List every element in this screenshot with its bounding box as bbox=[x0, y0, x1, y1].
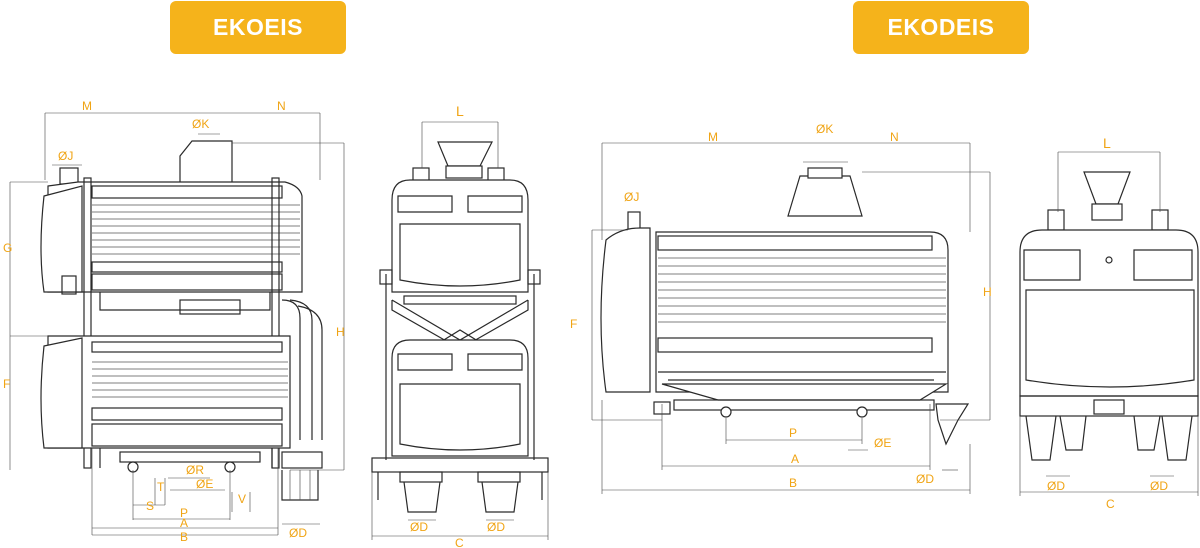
dim-label-v: V bbox=[238, 492, 246, 506]
dim-label-f: F bbox=[570, 317, 577, 331]
dim-label-m: M bbox=[82, 99, 92, 113]
ekoeis-side-view: M N ØK ØJ G F H ØR T ØE S V P A B ØD bbox=[3, 99, 345, 544]
dim-label-c: C bbox=[1106, 497, 1115, 511]
dim-label-l: L bbox=[1103, 135, 1111, 151]
dim-label-n: N bbox=[277, 99, 286, 113]
dim-label-g: G bbox=[3, 241, 12, 255]
dim-label-c: C bbox=[455, 536, 464, 548]
dim-label-h: H bbox=[983, 285, 992, 299]
ekoeis-title-badge: EKOEIS bbox=[170, 1, 346, 54]
dim-label-f: F bbox=[3, 377, 10, 391]
dim-label-m: M bbox=[708, 130, 718, 144]
ekoeis-front-view: L ØD ØD C bbox=[371, 103, 549, 548]
dim-label-e: ØE bbox=[196, 477, 213, 491]
dim-label-k: ØK bbox=[816, 122, 833, 136]
dim-label-d-right: ØD bbox=[1150, 479, 1168, 493]
dim-label-k: ØK bbox=[192, 117, 209, 131]
ekodeis-front-view: L ØD ØD C bbox=[1019, 135, 1199, 511]
dim-label-d-left: ØD bbox=[410, 520, 428, 534]
dim-label-j: ØJ bbox=[624, 190, 639, 204]
dim-label-d: ØD bbox=[289, 526, 307, 540]
dim-label-n: N bbox=[890, 130, 899, 144]
ekodeis-side-view: M ØK N ØJ F H P ØE A ØD B bbox=[570, 122, 992, 494]
dim-label-a: A bbox=[791, 452, 799, 466]
dim-label-p: P bbox=[789, 426, 797, 440]
dim-label-b: B bbox=[180, 530, 188, 544]
dim-label-j: ØJ bbox=[58, 149, 73, 163]
dim-label-d: ØD bbox=[916, 472, 934, 486]
dim-label-a: A bbox=[180, 516, 188, 530]
dim-label-b: B bbox=[789, 476, 797, 490]
dim-label-r: ØR bbox=[186, 463, 204, 477]
dim-label-p: P bbox=[180, 506, 188, 520]
dim-label-d-right: ØD bbox=[487, 520, 505, 534]
dim-label-e: ØE bbox=[874, 436, 891, 450]
dim-label-s: S bbox=[146, 499, 154, 513]
dim-label-t: T bbox=[157, 480, 165, 494]
dim-label-d-left: ØD bbox=[1047, 479, 1065, 493]
ekodeis-title-badge: EKODEIS bbox=[853, 1, 1029, 54]
dim-label-l: L bbox=[456, 103, 464, 119]
dim-label-h: H bbox=[336, 325, 345, 339]
